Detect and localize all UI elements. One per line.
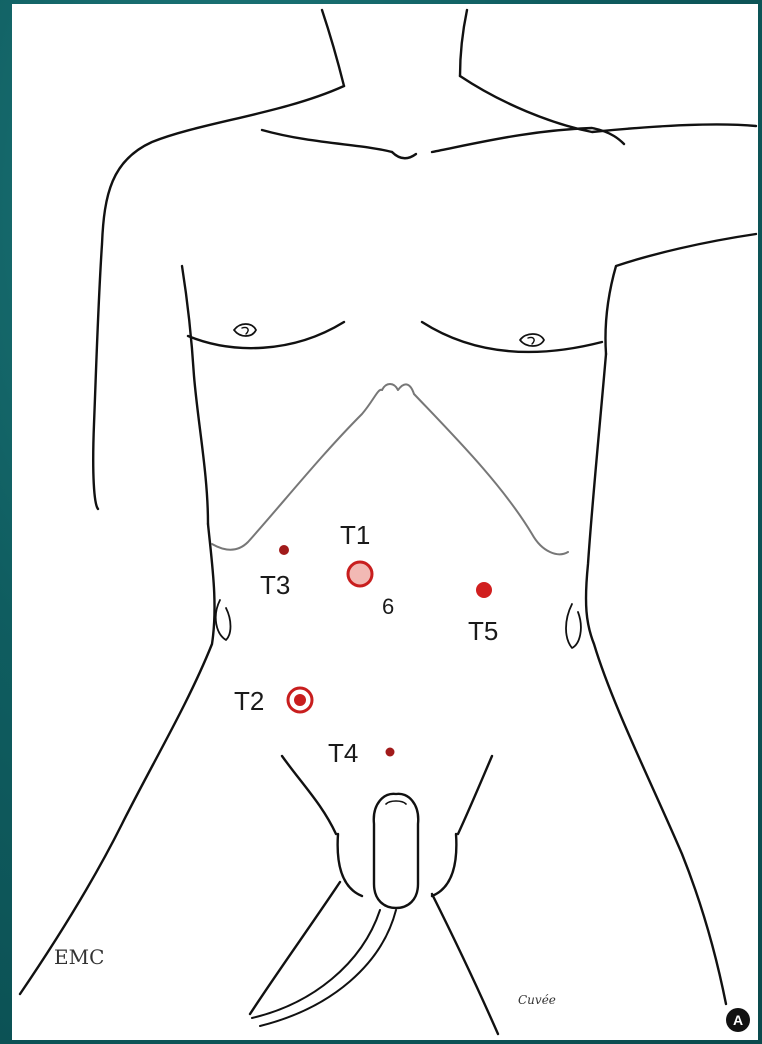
port-t3-label: T3 [260, 570, 290, 600]
torso-diagram: T1 T2 T3 T4 T5 6 EMC Cuvée [12, 4, 758, 1040]
neck-right [460, 10, 467, 76]
hip-right [566, 604, 581, 648]
port-t1-label: T1 [340, 520, 370, 550]
signature-artist: Cuvée [518, 993, 556, 1007]
neck-left [322, 10, 344, 86]
illustration-panel: T1 T2 T3 T4 T5 6 EMC Cuvée [12, 4, 758, 1040]
port-t3-marker [279, 545, 289, 555]
sternal-notch [392, 152, 416, 158]
penis [374, 794, 418, 908]
port-t1-marker [348, 562, 372, 586]
thigh-right-inner [432, 894, 498, 1034]
nipple-left [234, 324, 256, 336]
port-t5-marker [476, 582, 492, 598]
costal-right [382, 384, 568, 554]
figure-badge: A [726, 1008, 750, 1032]
right-arm-underside [605, 234, 756, 354]
thigh-left-inner [250, 882, 340, 1014]
clavicle-left [262, 130, 392, 152]
umbilicus-mark: 6 [382, 594, 394, 619]
trocar-ports: T1 T2 T3 T4 T5 6 [234, 520, 498, 768]
pectoral-left [188, 322, 344, 348]
port-t4-label: T4 [328, 738, 358, 768]
inguinal-right [458, 756, 492, 834]
scrotum-right [432, 834, 456, 896]
scrotum-left [338, 834, 362, 896]
figure-badge-label: A [733, 1012, 743, 1028]
catheter-outer [252, 910, 380, 1018]
port-t5-label: T5 [468, 616, 498, 646]
signature-emc: EMC [54, 945, 104, 969]
right-flank [586, 354, 726, 1004]
left-shoulder-arm [93, 86, 344, 509]
torso-outline [20, 10, 756, 1034]
right-shoulder [460, 76, 756, 132]
left-flank [20, 524, 215, 994]
hip-left [216, 600, 231, 640]
costal-margin [212, 384, 568, 554]
left-arm-inner [182, 266, 208, 524]
pectoral-right [422, 322, 602, 352]
port-t4-marker [386, 748, 395, 757]
port-t2-label: T2 [234, 686, 264, 716]
